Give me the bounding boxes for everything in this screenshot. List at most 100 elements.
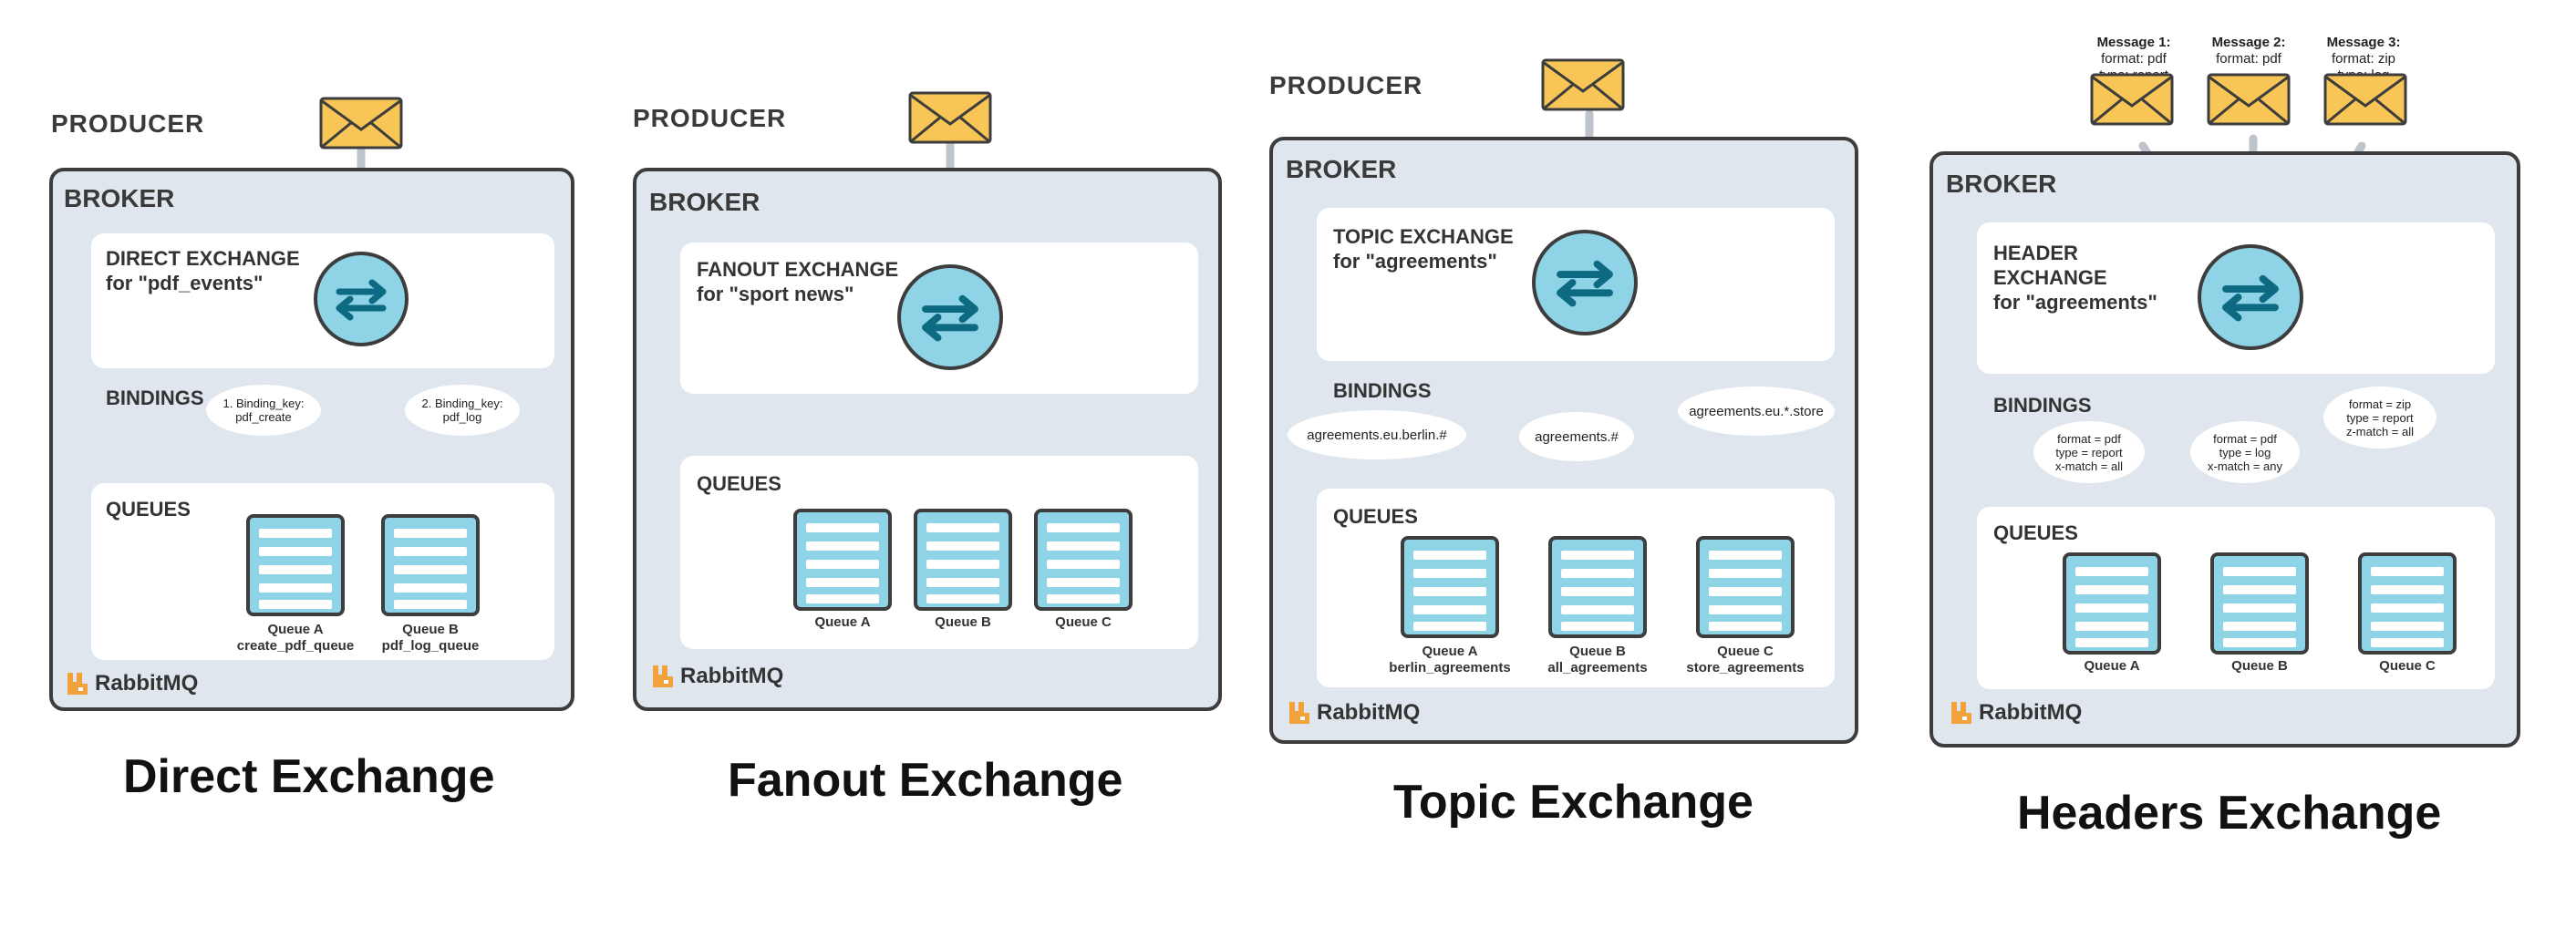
- rabbitmq-brand: RabbitMQ: [651, 664, 783, 689]
- brand-name: RabbitMQ: [95, 671, 199, 696]
- queue-c-icon: [1696, 536, 1795, 638]
- bindings-label: BINDINGS: [106, 387, 204, 409]
- queue-b-label: Queue B: [2231, 658, 2288, 674]
- rabbitmq-logo-icon: [1289, 702, 1309, 724]
- binding-bubble-2: agreements.#: [1519, 412, 1634, 461]
- exchange-node: [897, 264, 1003, 370]
- envelope-icon: [1541, 58, 1625, 111]
- brand-name: RabbitMQ: [680, 664, 784, 688]
- queue-a-name: Queue A: [267, 622, 324, 637]
- envelope-icon: [319, 97, 403, 150]
- queue-a-sub: berlin_agreements: [1389, 660, 1511, 675]
- queue-b-icon: [1548, 536, 1647, 638]
- brand-name: RabbitMQ: [1317, 700, 1421, 725]
- queue-c-icon: [1034, 509, 1133, 611]
- broker-label: BROKER: [649, 188, 760, 216]
- queue-a-label: Queue A create_pdf_queue: [204, 622, 387, 655]
- queue-a-label: Queue A berlin_agreements: [1359, 644, 1541, 676]
- queue-a-label: Queue A: [2084, 658, 2140, 674]
- binding-bubble-2: 2. Binding_key: pdf_log: [405, 385, 520, 436]
- envelope-icon: [908, 91, 992, 144]
- exchange-type: FANOUT EXCHANGE: [697, 258, 899, 281]
- queue-b-icon: [381, 514, 480, 616]
- queue-b-icon: [2210, 552, 2309, 655]
- envelope-icon: [2207, 73, 2291, 126]
- queue-b-name: Queue B: [402, 622, 459, 637]
- producer-label: PRODUCER: [633, 104, 787, 132]
- exchange-label: TOPIC EXCHANGE for "agreements": [1333, 224, 1514, 273]
- queue-c-label: Queue C: [2379, 658, 2436, 674]
- exchange-name: for "sport news": [697, 283, 854, 305]
- queue-b-label: Queue B all_agreements: [1506, 644, 1689, 676]
- queue-a-icon: [246, 514, 345, 616]
- exchange-node: [314, 252, 409, 346]
- exchange-type: HEADER: [1993, 242, 2078, 264]
- exchange-label: FANOUT EXCHANGE for "sport news": [697, 257, 898, 306]
- queue-c-sub: store_agreements: [1686, 660, 1805, 675]
- queue-b-label: Queue B pdf_log_queue: [339, 622, 522, 655]
- bindings-label: BINDINGS: [1333, 379, 1432, 402]
- queue-a-name: Queue A: [1422, 644, 1478, 659]
- queue-b-label: Queue B: [935, 614, 991, 630]
- exchange-name: for "agreements": [1993, 291, 2157, 314]
- exchange-type-2: EXCHANGE: [1993, 266, 2107, 289]
- binding-bubble-3: format = zip type = report z-match = all: [2323, 387, 2436, 449]
- broker-label: BROKER: [1286, 155, 1397, 183]
- queue-c-name: Queue C: [1717, 644, 1774, 659]
- message-2-body: format: pdf: [2216, 51, 2281, 67]
- brand-name: RabbitMQ: [1979, 700, 2083, 725]
- queues-label: QUEUES: [1993, 521, 2078, 544]
- rabbitmq-brand: RabbitMQ: [66, 671, 198, 696]
- queue-b-sub: all_agreements: [1547, 660, 1648, 675]
- exchange-node: [2198, 244, 2303, 350]
- broker-label: BROKER: [1946, 170, 2057, 198]
- queues-label: QUEUES: [106, 498, 191, 521]
- diagram-title: Topic Exchange: [1393, 776, 1754, 829]
- binding-bubble-1: format = pdf type = report x-match = all: [2033, 421, 2145, 483]
- binding-bubble-2: format = pdf type = log x-match = any: [2190, 421, 2300, 483]
- bindings-label: BINDINGS: [1993, 394, 2092, 417]
- rabbitmq-logo-icon: [67, 673, 88, 695]
- exchange-type: TOPIC EXCHANGE: [1333, 225, 1514, 248]
- exchange-name: for "pdf_events": [106, 272, 264, 294]
- exchange-arrows-icon: [336, 279, 387, 321]
- queue-c-icon: [2358, 552, 2457, 655]
- queue-c-label: Queue C: [1055, 614, 1112, 630]
- exchange-node: [1532, 230, 1638, 335]
- queue-a-icon: [2063, 552, 2161, 655]
- exchange-arrows-icon: [1557, 260, 1613, 307]
- binding-bubble-1: agreements.eu.berlin.#: [1288, 410, 1466, 459]
- queues-label: QUEUES: [1333, 505, 1418, 528]
- rabbitmq-logo-icon: [1951, 702, 1971, 724]
- exchange-type: DIRECT EXCHANGE: [106, 247, 300, 270]
- exchange-arrows-icon: [2222, 274, 2279, 322]
- broker-label: BROKER: [64, 184, 175, 212]
- queue-c-label: Queue C store_agreements: [1654, 644, 1836, 676]
- exchange-label: DIRECT EXCHANGE for "pdf_events": [106, 246, 300, 295]
- rabbitmq-logo-icon: [653, 665, 673, 687]
- message-2-label: Message 2: format: pdf: [2185, 18, 2312, 84]
- diagram-title: Direct Exchange: [123, 750, 495, 803]
- rabbitmq-brand: RabbitMQ: [1288, 700, 1420, 726]
- exchange-name: for "agreements": [1333, 250, 1497, 273]
- envelope-icon: [2323, 73, 2407, 126]
- message-3-title: Message 3:: [2326, 35, 2401, 50]
- producer-label: PRODUCER: [51, 109, 205, 138]
- diagram-title: Headers Exchange: [2017, 787, 2442, 840]
- queue-a-icon: [793, 509, 892, 611]
- queue-a-sub: create_pdf_queue: [236, 638, 355, 654]
- binding-bubble-3: agreements.eu.*.store: [1678, 387, 1835, 436]
- exchange-label: HEADER EXCHANGE for "agreements": [1993, 241, 2157, 314]
- queue-a-label: Queue A: [814, 614, 871, 630]
- binding-bubble-1: 1. Binding_key: pdf_create: [206, 385, 321, 436]
- producer-label: PRODUCER: [1269, 71, 1423, 99]
- rabbitmq-brand: RabbitMQ: [1950, 700, 2082, 726]
- queue-b-name: Queue B: [1569, 644, 1626, 659]
- queue-a-icon: [1401, 536, 1499, 638]
- message-1-title: Message 1:: [2096, 35, 2171, 50]
- queues-label: QUEUES: [697, 472, 781, 495]
- exchange-arrows-icon: [922, 294, 978, 342]
- envelope-icon: [2090, 73, 2174, 126]
- message-2-title: Message 2:: [2211, 35, 2286, 50]
- diagram-title: Fanout Exchange: [728, 754, 1123, 807]
